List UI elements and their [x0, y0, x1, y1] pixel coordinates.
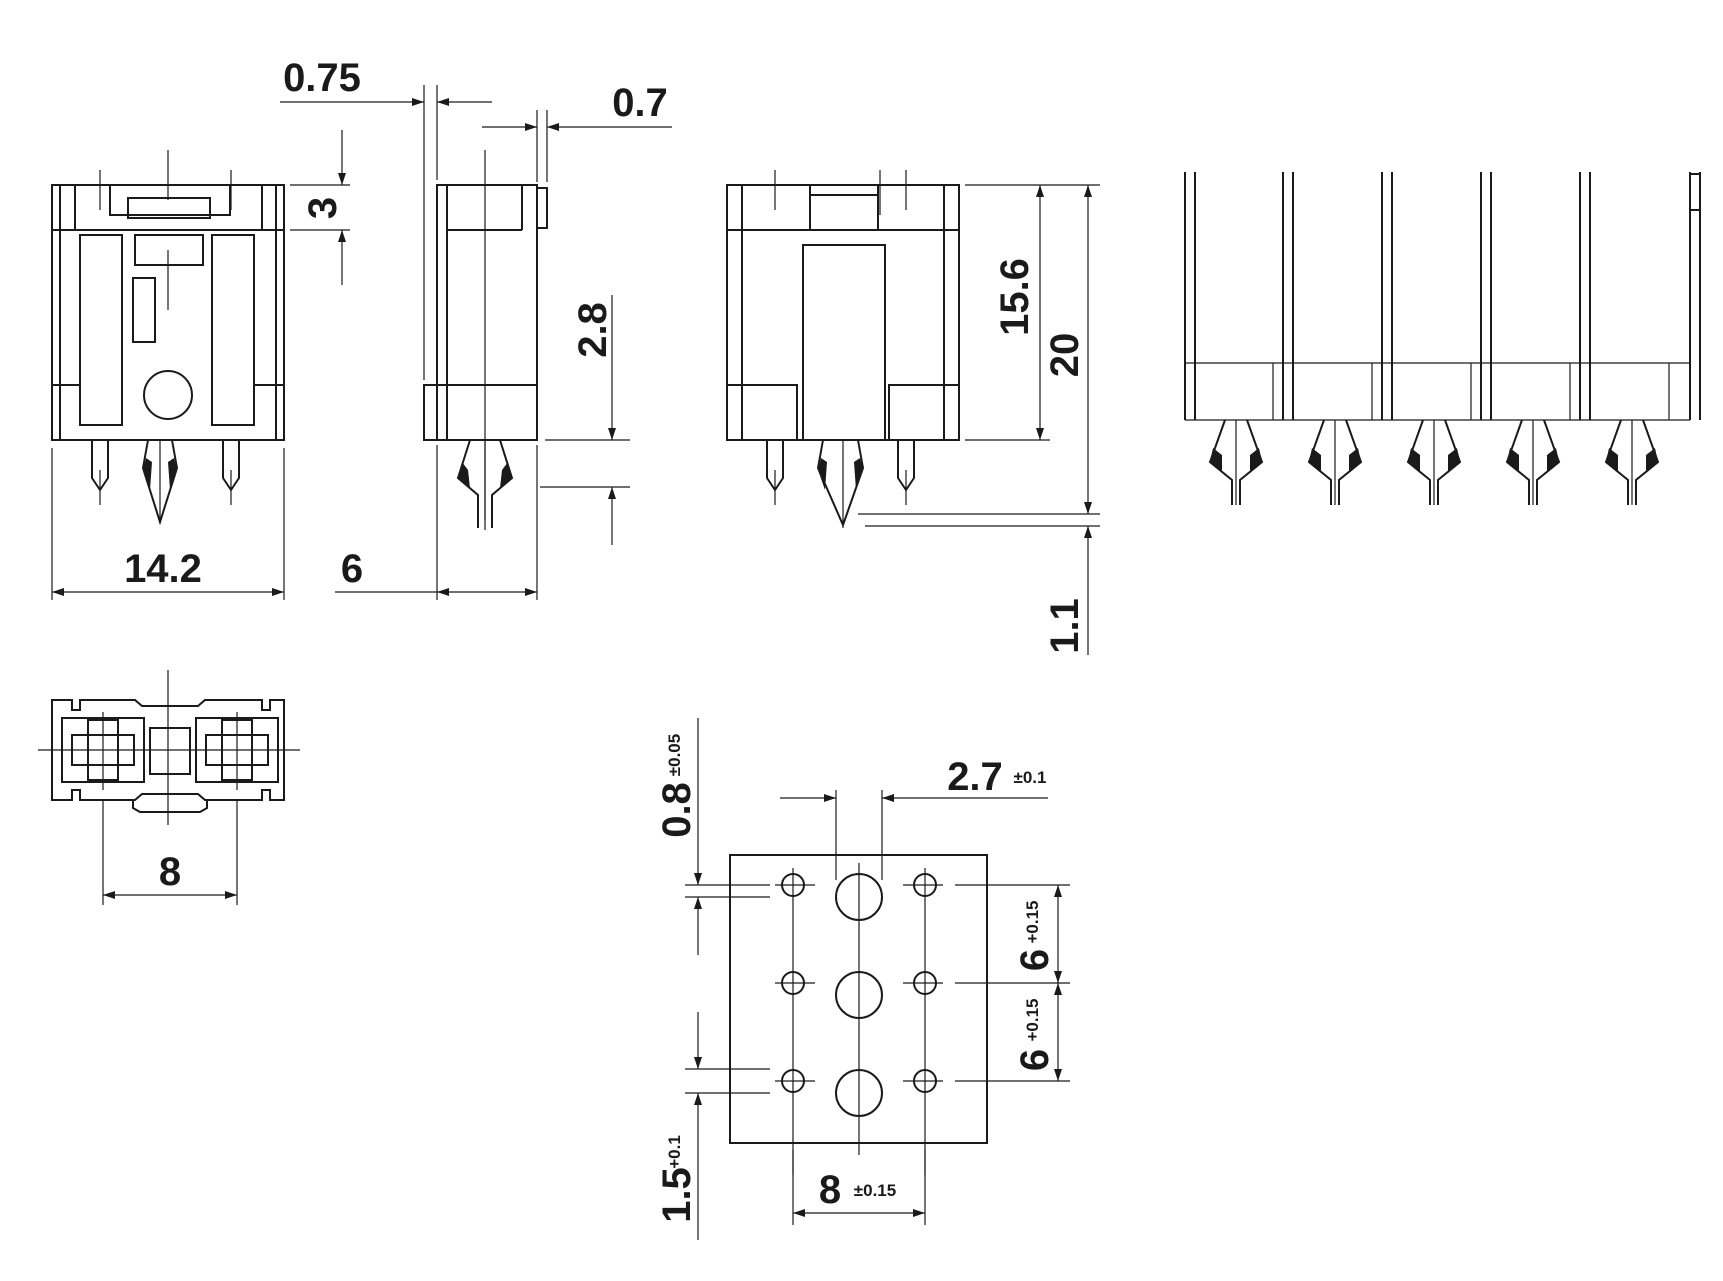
front-view: 14.2 3	[51, 130, 350, 600]
top-view: 8	[38, 670, 300, 905]
dim-edge-offset-1-5: 1.5	[655, 1167, 699, 1223]
dim-latch-3: 3	[301, 197, 345, 219]
tol-spacing: ±0.15	[854, 1181, 896, 1200]
dim-tip-1-1: 1.1	[1043, 598, 1087, 654]
rear-view: 15.6 20 1.1	[726, 170, 1100, 655]
dim-wall-0-75: 0.75	[283, 56, 361, 100]
dim-width-14-2: 14.2	[124, 547, 202, 591]
dim-latch-0-7: 0.7	[612, 81, 668, 125]
dim-pin-spacing-8: 8	[159, 850, 181, 894]
tol-pitch-lower: +0.15	[1023, 998, 1042, 1041]
dim-depth-6: 6	[341, 547, 363, 591]
dim-height-20: 20	[1043, 333, 1087, 378]
tol-pitch-upper: +0.15	[1023, 900, 1042, 943]
dim-hole-offset-0-8: 0.8	[655, 782, 699, 838]
dim-body-15-6: 15.6	[993, 258, 1037, 336]
tol-edge-offset: +0.1	[665, 1135, 684, 1169]
pcb-footprint: 0.8 ±0.05 2.7 ±0.1 6 +0.15 6 +0.15 1.5 +…	[655, 718, 1070, 1240]
multi-unit-view	[1184, 172, 1701, 505]
tol-big-hole: ±0.1	[1014, 768, 1047, 787]
tol-hole-offset: ±0.05	[665, 734, 684, 776]
dim-big-hole-2-7: 2.7	[947, 755, 1003, 799]
dim-pitch-upper-6: 6	[1013, 949, 1057, 971]
dim-pitch-lower-6: 6	[1013, 1049, 1057, 1071]
side-view: 0.75 0.7 2.8 6	[280, 56, 672, 600]
dim-spacing-8: 8	[819, 1168, 841, 1212]
dim-pin-2-8: 2.8	[571, 302, 615, 358]
